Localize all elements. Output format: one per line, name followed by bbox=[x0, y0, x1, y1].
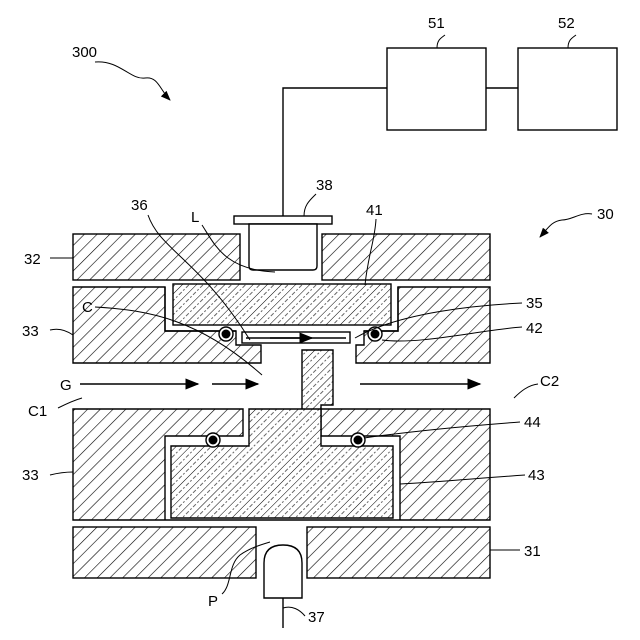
leader-38 bbox=[304, 194, 316, 216]
o-ring-42-left-core bbox=[222, 330, 231, 339]
top-plate-32-left bbox=[73, 234, 240, 280]
label-300: 300 bbox=[72, 44, 97, 61]
device-box-52 bbox=[518, 48, 617, 130]
label-33a: 33 bbox=[22, 323, 39, 340]
label-37: 37 bbox=[308, 609, 325, 626]
leader-51 bbox=[437, 35, 445, 48]
ref-arrow-30 bbox=[540, 214, 592, 237]
light-source-body-38 bbox=[249, 224, 317, 270]
label-51: 51 bbox=[428, 15, 445, 32]
controller-box-51 bbox=[387, 48, 486, 130]
ref-arrow-300 bbox=[95, 62, 170, 100]
leader-37 bbox=[283, 607, 305, 616]
label-30: 30 bbox=[597, 206, 614, 223]
light-source-flange-38 bbox=[234, 216, 332, 224]
leader-C1 bbox=[58, 398, 82, 408]
label-38: 38 bbox=[316, 177, 333, 194]
label-44: 44 bbox=[524, 414, 541, 431]
label-36: 36 bbox=[131, 197, 148, 214]
label-31: 31 bbox=[524, 543, 541, 560]
label-C1: C1 bbox=[28, 403, 47, 420]
label-C: C bbox=[82, 299, 93, 316]
leader-52 bbox=[568, 35, 576, 48]
label-L: L bbox=[191, 209, 199, 226]
label-41: 41 bbox=[366, 202, 383, 219]
leader-C2 bbox=[514, 384, 538, 398]
wire-38-51 bbox=[283, 88, 387, 216]
leader-33b bbox=[50, 472, 73, 475]
label-32: 32 bbox=[24, 251, 41, 268]
label-C2: C2 bbox=[540, 373, 559, 390]
label-P: P bbox=[208, 593, 218, 610]
label-43: 43 bbox=[528, 467, 545, 484]
o-ring-42-right-core bbox=[371, 330, 380, 339]
bottom-plate-31-right bbox=[307, 527, 490, 578]
o-ring-44-left-core bbox=[209, 436, 218, 445]
label-G: G bbox=[60, 377, 72, 394]
label-33b: 33 bbox=[22, 467, 39, 484]
label-42: 42 bbox=[526, 320, 543, 337]
detector-37 bbox=[264, 545, 302, 598]
label-35: 35 bbox=[526, 295, 543, 312]
label-52: 52 bbox=[558, 15, 575, 32]
leader-33a bbox=[50, 329, 73, 335]
o-ring-44-right-core bbox=[354, 436, 363, 445]
top-plate-32-right bbox=[322, 234, 490, 280]
bottom-plate-31-left bbox=[73, 527, 256, 578]
window-plate-41 bbox=[173, 284, 391, 325]
